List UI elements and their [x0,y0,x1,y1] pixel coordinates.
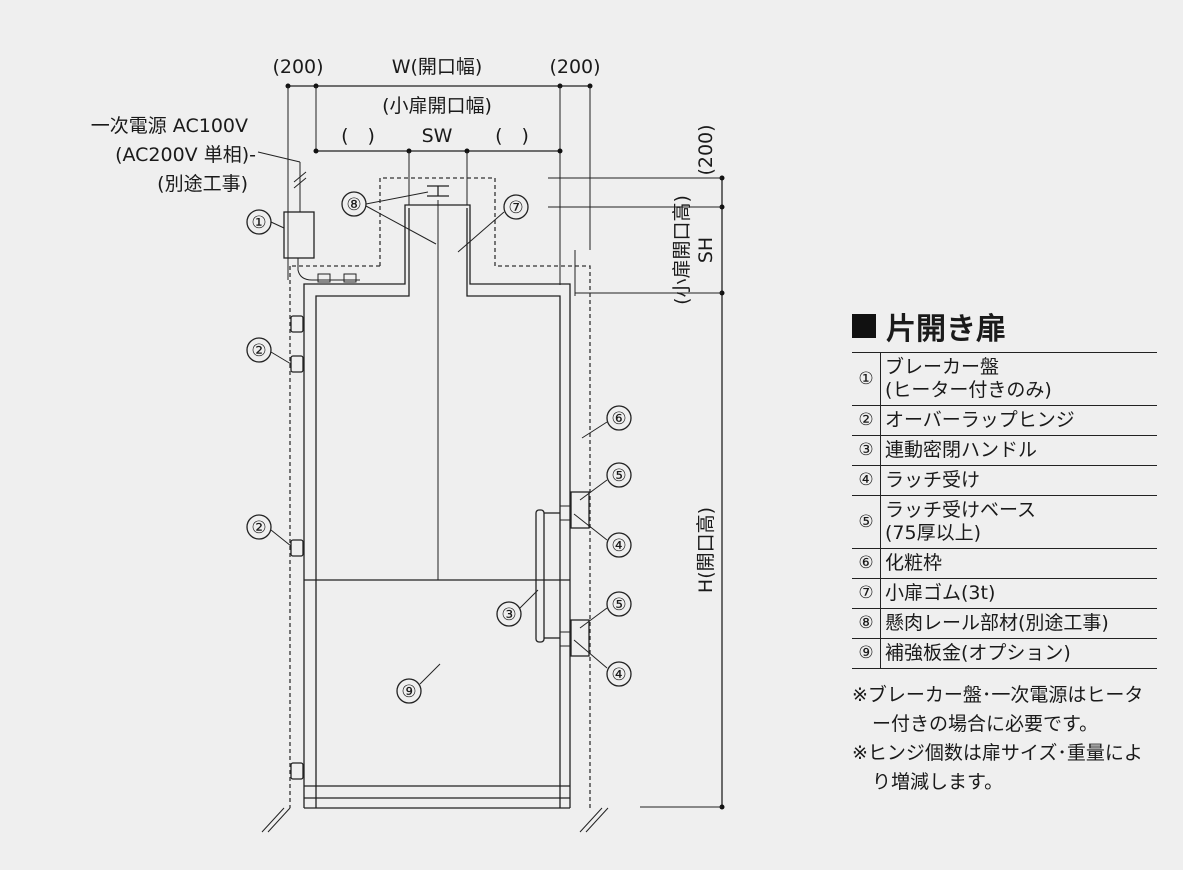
legend-number: ⑧ [852,608,881,639]
legend-label: 小扉ゴム(3t) [881,579,1158,609]
dim-left-margin: (200) [272,56,323,78]
breaker-box [283,211,360,283]
callout-6: ⑥ [611,409,626,429]
legend-number: ⑨ [852,638,881,669]
hinge-icon [290,762,304,780]
floor-hatches [261,807,609,833]
callout-2b: ② [251,518,266,538]
power-note-line1: 一次電源 AC100V [91,115,248,137]
legend-label: 化粧枠 [881,549,1158,579]
legend-label: 懸肉レール部材(別途工事) [881,609,1158,639]
right-dimensions: (200) (小扉開口高) SH H(開口高) [548,124,725,810]
legend-label: 補強板金(オプション) [881,639,1158,669]
legend-number: ① [852,352,881,406]
legend-title-text: 片開き扉 [886,312,1006,347]
legend-label-line: 化粧枠 [885,552,943,574]
dim-sw-right: ( ) [495,125,529,147]
legend-title: 片開き扉 [852,304,1157,348]
callout-9: ⑨ [401,682,416,702]
legend-label: ブレーカー盤(ヒーター付きのみ) [881,353,1158,406]
decorative-frame [289,177,591,808]
legend-label-line: (ヒーター付きのみ) [885,379,1052,401]
legend-label-line: 懸肉レール部材(別途工事) [885,612,1109,634]
dim-sw: SW [422,125,453,147]
legend-number: ② [852,405,881,436]
legend-label-line: ラッチ受けベース [885,499,1037,521]
hinge-icon [290,315,304,333]
legend-label-line: 小扉ゴム(3t) [885,582,996,604]
dim-width: W(開口幅) [392,56,483,78]
legend-label-line: (75厚以上) [885,522,982,544]
legend-number: ③ [852,435,881,466]
legend-notes: ※ブレーカー盤･一次電源はヒーター付きの場合に必要です。 ※ヒンジ個数は扉サイズ… [852,681,1157,797]
dim-right-margin: (200) [549,56,600,78]
callout-4b: ④ [611,665,626,685]
legend-label: ラッチ受けベース(75厚以上) [881,496,1158,549]
legend-label: 連動密閉ハンドル [881,436,1158,466]
note-2: ※ヒンジ個数は扉サイズ･重量により増減します。 [852,742,1143,793]
callout-5b: ⑤ [611,595,626,615]
top-dimension: (200) W(開口幅) (200) [272,56,601,285]
legend-label-line: オーバーラップヒンジ [885,409,1075,431]
dim-small-door-height-label: (小扉開口高) [671,195,693,305]
power-note-line2: (AC200V 単相)- [115,144,256,166]
legend-number: ⑥ [852,548,881,579]
legend-label-line: 補強板金(オプション) [885,642,1071,664]
handle [535,491,590,657]
callout-2a: ② [251,341,266,361]
dim-sw-left: ( ) [341,125,375,147]
square-icon [852,314,876,338]
door-body [303,185,576,809]
callout-4a: ④ [611,536,626,556]
callouts: ① ② ② ⑧ ⑦ ⑥ ⑤ ④ ③ ⑤ [246,191,632,704]
hinge-icon [290,539,304,557]
power-note: 一次電源 AC100V (AC200V 単相)- (別途工事) [91,115,307,212]
legend-number: ④ [852,465,881,496]
note-1: ※ブレーカー盤･一次電源はヒーター付きの場合に必要です。 [852,684,1144,735]
legend-label: オーバーラップヒンジ [881,406,1158,436]
legend-label: ラッチ受け [881,466,1158,496]
sw-dimension: (小扉開口幅) ( ) SW ( ) [313,95,563,205]
callout-1: ① [251,213,266,233]
legend-label-line: 連動密閉ハンドル [885,439,1038,461]
legend-number: ⑦ [852,578,881,609]
callout-3: ③ [501,605,516,625]
legend-label-line: ブレーカー盤 [885,356,1000,378]
callout-8: ⑧ [346,195,361,215]
dim-sh: SH [695,237,717,263]
power-note-line3: (別途工事) [157,173,248,195]
dim-top-margin: (200) [695,124,717,175]
hinges [290,315,304,780]
hinge-icon [290,355,304,373]
dim-small-door-width-label: (小扉開口幅) [382,95,492,117]
callout-5a: ⑤ [611,466,626,486]
legend-number: ⑤ [852,495,881,549]
callout-7: ⑦ [508,198,523,218]
dim-height: H(開口高) [695,507,717,593]
legend-label-line: ラッチ受け [885,469,981,491]
